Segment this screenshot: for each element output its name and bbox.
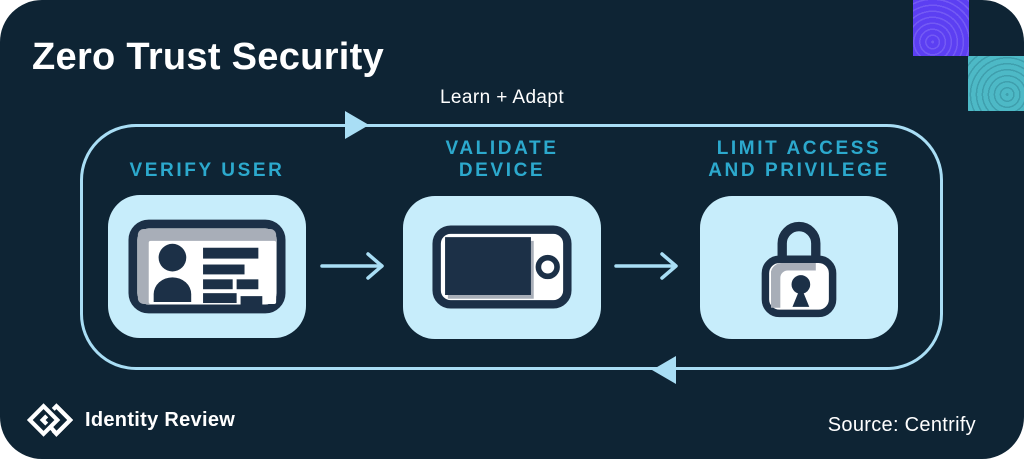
learn-adapt-loop-frame (80, 124, 943, 370)
id-card-icon (128, 219, 286, 314)
identity-review-logo-icon (27, 399, 73, 441)
brand-lockup: Identity Review (27, 399, 235, 441)
step-limit-access-panel (700, 195, 898, 339)
flow-arrow-2-icon (614, 252, 678, 280)
step-limit-access: LIMIT ACCESS AND PRIVILEGE (700, 138, 898, 339)
step-verify-user-label: VERIFY USER (129, 159, 285, 181)
source-attribution: Source: Centrify (827, 414, 976, 436)
loop-arrowhead-right-icon (345, 111, 369, 139)
fingerprint-texture-square-teal (968, 56, 1024, 111)
page-title: Zero Trust Security (32, 36, 385, 78)
step-validate-device-label: VALIDATE DEVICE (445, 138, 559, 182)
fingerprint-texture-square-purple (913, 0, 969, 56)
brand-name: Identity Review (85, 408, 236, 431)
loop-arrowhead-left-icon (652, 356, 676, 384)
loop-label: Learn + Adapt (439, 87, 565, 108)
step-validate-device: VALIDATE DEVICE (403, 138, 601, 339)
step-verify-user: VERIFY USER (108, 138, 306, 338)
padlock-icon (761, 222, 837, 318)
mobile-device-icon (432, 225, 572, 309)
flow-arrow-1-icon (320, 252, 384, 280)
step-limit-access-label: LIMIT ACCESS AND PRIVILEGE (708, 138, 890, 182)
step-verify-user-panel (108, 195, 306, 338)
step-validate-device-panel (403, 195, 601, 339)
